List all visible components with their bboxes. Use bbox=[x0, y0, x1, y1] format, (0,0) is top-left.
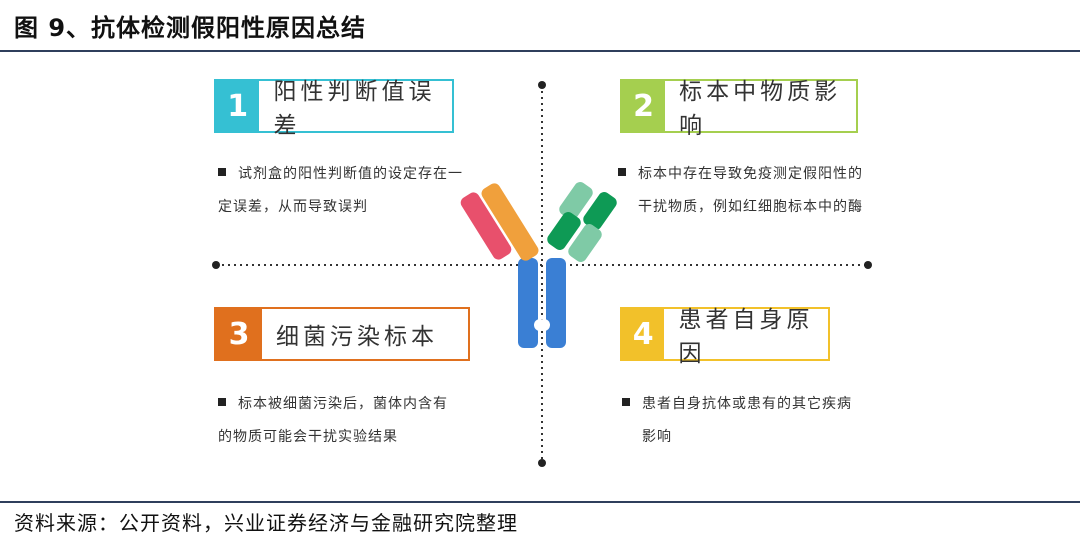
quadrant-4-desc-line-2: 影响 bbox=[642, 429, 672, 445]
top-rule bbox=[0, 50, 1080, 52]
antibody-heavy-chain-right bbox=[546, 258, 566, 348]
quadrant-2-desc-line-2: 干扰物质，例如红细胞标本中的酶 bbox=[638, 199, 863, 215]
quadrant-4-desc-line-1: 患者自身抗体或患有的其它疾病 bbox=[642, 396, 852, 412]
quadrant-1-number: 1 bbox=[216, 81, 260, 131]
quadrant-4-number: 4 bbox=[622, 309, 665, 359]
axis-endpoint-top bbox=[538, 81, 546, 89]
quadrant-1-label: 阳性判断值误差 bbox=[273, 79, 436, 139]
quadrant-3-desc-line-1: 标本被细菌污染后，菌体内含有 bbox=[238, 396, 448, 412]
quadrant-4-box: 4 患者自身原因 bbox=[620, 307, 830, 367]
quadrant-1-box: 1 阳性判断值误差 bbox=[214, 79, 454, 139]
axis-endpoint-bottom bbox=[538, 459, 546, 467]
axis-endpoint-right bbox=[864, 261, 872, 269]
quadrant-2-box: 2 标本中物质影响 bbox=[620, 79, 858, 139]
source-note: 资料来源：公开资料，兴业证券经济与金融研究院整理 bbox=[14, 511, 518, 535]
quadrant-3-description: 标本被细菌污染后，菌体内含有 的物质可能会干扰实验结果 bbox=[218, 388, 448, 454]
quadrant-4-description: 患者自身抗体或患有的其它疾病 影响 bbox=[622, 388, 852, 454]
bullet-icon bbox=[218, 168, 226, 176]
quadrant-1-description: 试剂盒的阳性判断值的设定存在一 定误差，从而导致误判 bbox=[218, 158, 463, 224]
axes bbox=[216, 85, 868, 463]
quadrant-2-number: 2 bbox=[622, 81, 666, 131]
antibody-left-light-chain bbox=[460, 192, 512, 260]
quadrant-3-label: 细菌污染标本 bbox=[276, 324, 438, 350]
bullet-icon bbox=[618, 168, 626, 176]
antibody-right-light-upper bbox=[583, 192, 617, 230]
antibody-left-heavy-arm bbox=[481, 183, 539, 261]
quadrant-2-description: 标本中存在导致免疫测定假阳性的 干扰物质，例如红细胞标本中的酶 bbox=[618, 158, 863, 224]
quadrant-3-desc-line-2: 的物质可能会干扰实验结果 bbox=[218, 429, 398, 445]
quadrant-2-desc-line-1: 标本中存在导致免疫测定假阳性的 bbox=[638, 166, 863, 182]
bottom-rule bbox=[0, 501, 1080, 503]
quadrant-2-label: 标本中物质影响 bbox=[679, 79, 842, 139]
bullet-icon bbox=[622, 398, 630, 406]
antibody-right-heavy-lower bbox=[547, 212, 581, 250]
antibody-hinge-right bbox=[538, 319, 550, 331]
antibody-icon bbox=[460, 182, 617, 348]
axis-endpoint-left bbox=[212, 261, 220, 269]
quadrant-3-number: 3 bbox=[216, 309, 262, 359]
quadrant-1-desc-line-2: 定误差，从而导致误判 bbox=[218, 199, 368, 215]
quadrant-3-box: 3 细菌污染标本 bbox=[214, 307, 470, 361]
figure-title: 图 9、抗体检测假阳性原因总结 bbox=[14, 14, 367, 42]
quadrant-1-desc-line-1: 试剂盒的阳性判断值的设定存在一 bbox=[238, 166, 463, 182]
antibody-heavy-chain-left bbox=[518, 258, 538, 348]
antibody-right-heavy-upper bbox=[559, 182, 593, 220]
quadrant-4-label: 患者自身原因 bbox=[678, 307, 814, 367]
antibody-right-light-lower bbox=[568, 224, 602, 262]
bullet-icon bbox=[218, 398, 226, 406]
